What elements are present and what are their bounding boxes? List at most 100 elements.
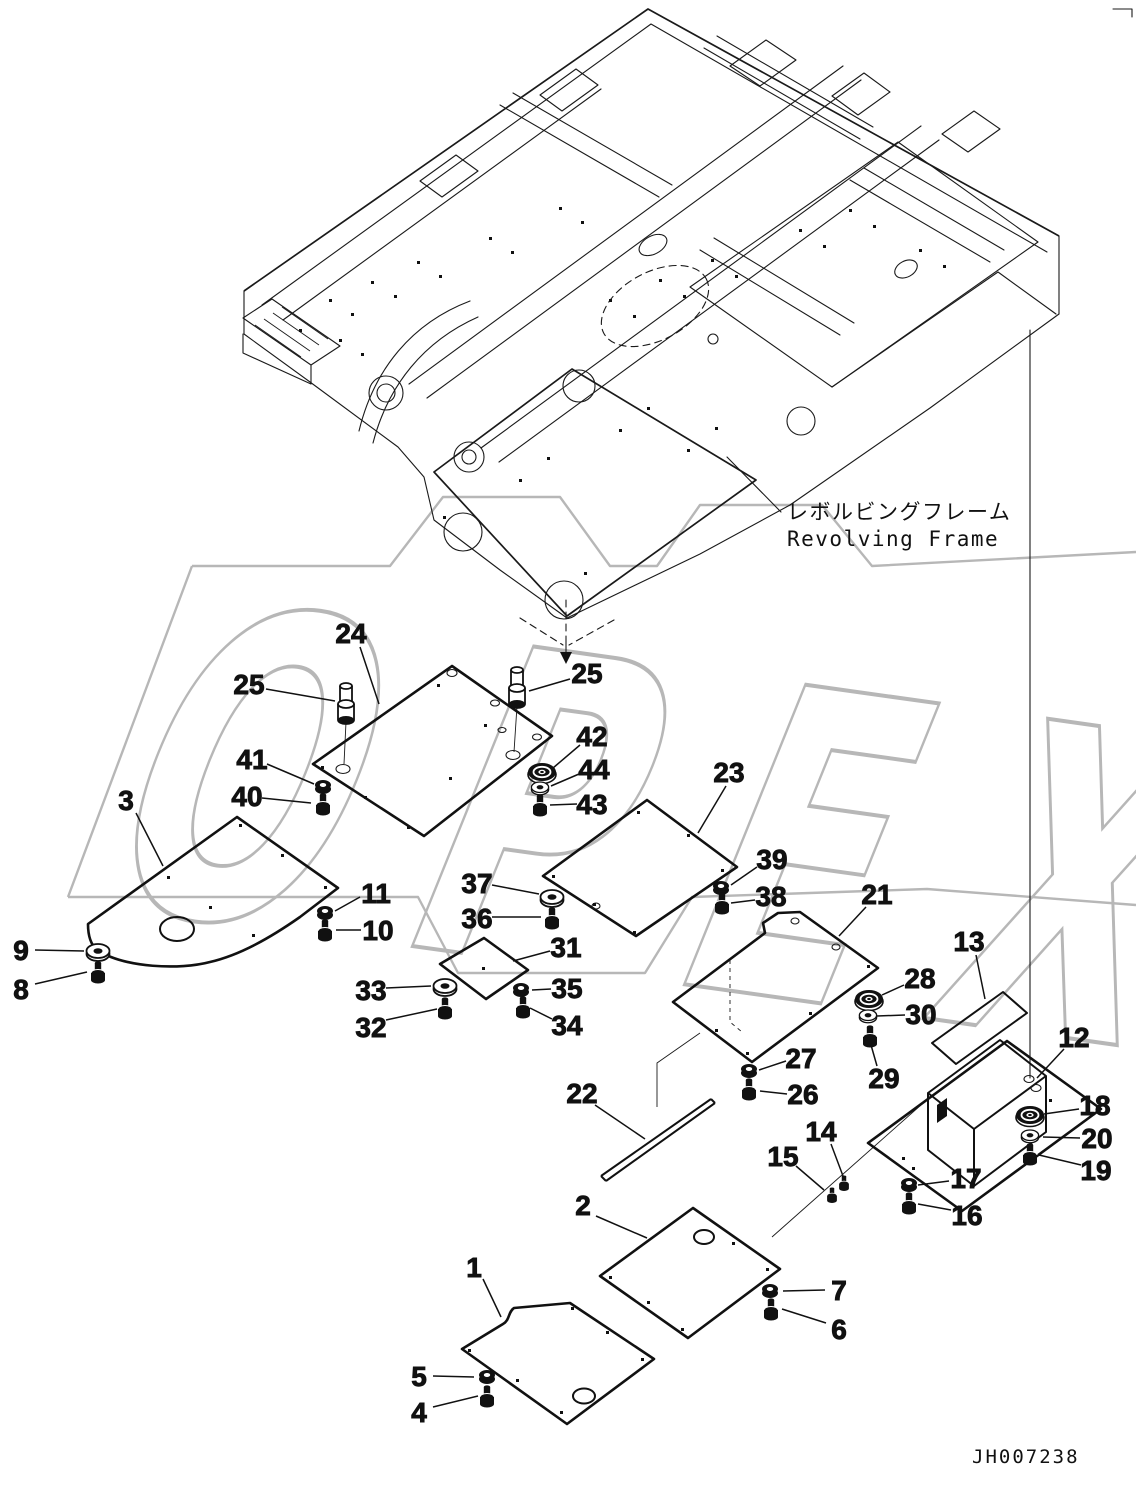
callout-number-11-10: 11: [361, 878, 391, 909]
leader-line-23-22: [697, 785, 727, 834]
nut-icon-part-17: [901, 1178, 917, 1192]
leader-line-16-15: [917, 1203, 952, 1211]
callout-number-21-20: 21: [861, 879, 892, 910]
callout-number-37-37: 37: [461, 868, 492, 899]
nut-icon-part-5: [479, 1370, 495, 1384]
callout-number-1-0: 1: [466, 1252, 482, 1283]
grommet-icon-part-42: [527, 762, 557, 785]
leader-line-34-34: [529, 1007, 553, 1020]
callout-number-8-7: 8: [13, 974, 29, 1005]
plate-2: [598, 1206, 782, 1340]
callout-number-43-43: 43: [576, 789, 607, 820]
leader-line-19-18: [1038, 1154, 1082, 1166]
leader-line-24-23: [359, 646, 380, 705]
leader-line-8-7: [34, 971, 88, 985]
leader-line-41-41: [266, 763, 315, 785]
nut-icon-part-11: [317, 906, 333, 920]
annotations: レボルビングフレーム Revolving Frame JH007238: [787, 500, 1080, 1468]
leader-line-20-19: [1042, 1136, 1081, 1139]
callout-number-29-29: 29: [868, 1063, 899, 1094]
callout-number-22-21: 22: [566, 1078, 597, 1109]
construction-lines: [335, 8, 1133, 1238]
nut-icon-part-27: [741, 1064, 757, 1078]
callout-number-35-35: 35: [551, 973, 582, 1004]
nut-icon-part-41: [315, 780, 331, 794]
leader-line-7-6: [782, 1289, 826, 1292]
callout-number-5-4: 5: [411, 1361, 427, 1392]
stud-icon-part-25: [508, 666, 526, 709]
callout-number-25-25: 25: [571, 658, 602, 689]
leader-line-37-37: [491, 884, 540, 895]
washer-icon-part-33: [432, 978, 458, 997]
callout-number-4-3: 4: [411, 1397, 427, 1428]
leader-line-9-8: [34, 949, 85, 952]
callout-number-20-19: 20: [1081, 1123, 1112, 1154]
leader-line-5-4: [432, 1375, 475, 1378]
washer-sm-icon-part-20: [1020, 1129, 1040, 1144]
leader-line-15-14: [795, 1165, 825, 1191]
plate-24: [311, 664, 554, 838]
revolving-frame-drawing: [242, 8, 1060, 620]
plate-12-assembly: [866, 1039, 1103, 1213]
leader-line-1-0: [482, 1278, 502, 1318]
leader-line-42-42: [552, 744, 581, 769]
callout-number-42-42: 42: [576, 721, 607, 752]
leader-line-11-10: [334, 896, 361, 912]
callout-number-34-34: 34: [551, 1010, 583, 1041]
leader-line-17-16: [917, 1180, 950, 1186]
strip-22: [600, 1098, 716, 1182]
plate-13: [931, 991, 1028, 1065]
callout-number-23-22: 23: [713, 757, 744, 788]
callout-number-6-5: 6: [831, 1314, 847, 1345]
leader-line-3-2: [135, 812, 164, 867]
plate-31: [438, 936, 530, 1001]
callout-number-13-12: 13: [953, 926, 984, 957]
leader-line-40-40: [261, 797, 312, 804]
leader-line-32-32: [385, 1008, 438, 1021]
leader-line-30-30: [876, 1014, 906, 1017]
callout-number-18-17: 18: [1079, 1090, 1110, 1121]
leader-line-22-21: [594, 1104, 646, 1140]
stud-icon-part-25: [337, 682, 355, 725]
leader-line-39-39: [730, 866, 758, 886]
plate-21: [671, 910, 880, 1064]
leader-line-27-27: [758, 1060, 787, 1071]
callout-number-39-39: 39: [756, 844, 787, 875]
callout-number-28-28: 28: [904, 963, 935, 994]
leader-line-4-3: [432, 1395, 479, 1408]
grommet-icon-part-28: [854, 989, 884, 1012]
callout-number-2-1: 2: [575, 1190, 591, 1221]
callout-number-40-40: 40: [231, 781, 262, 812]
callout-number-16-15: 16: [951, 1200, 982, 1231]
callout-number-14-13: 14: [805, 1116, 837, 1147]
leader-line-43-43: [549, 803, 578, 806]
frame-label-english: Revolving Frame: [787, 527, 999, 551]
callout-number-41-41: 41: [236, 744, 267, 775]
plate-1: [460, 1301, 656, 1426]
leader-line-14-13: [830, 1143, 844, 1177]
plate-3: [86, 815, 340, 968]
callout-number-30-30: 30: [905, 999, 936, 1030]
leader-line-38-38: [730, 899, 756, 904]
leader-line-21-20: [838, 906, 867, 937]
callout-number-33-33: 33: [355, 975, 386, 1006]
callout-number-15-14: 15: [767, 1141, 798, 1172]
drawing-number: JH007238: [972, 1446, 1080, 1468]
leader-line-2-1: [595, 1215, 648, 1239]
washer-sm-icon-part-44: [530, 781, 550, 796]
callout-number-12-11: 12: [1058, 1022, 1089, 1053]
leader-line-29-29: [870, 1044, 878, 1067]
callout-number-38-38: 38: [755, 881, 786, 912]
leader-line-26-26: [759, 1090, 788, 1095]
leader-line-44-44: [550, 773, 580, 787]
callout-number-27-27: 27: [785, 1043, 816, 1074]
callout-number-25-24: 25: [233, 669, 264, 700]
callout-number-44-44: 44: [578, 754, 610, 785]
leader-line-31-31: [512, 950, 551, 962]
cover-plates: [86, 664, 1103, 1426]
assembly-direction-arrow: [560, 652, 572, 664]
washer-icon-part-9: [85, 943, 111, 962]
callout-number-19-18: 19: [1080, 1155, 1111, 1186]
